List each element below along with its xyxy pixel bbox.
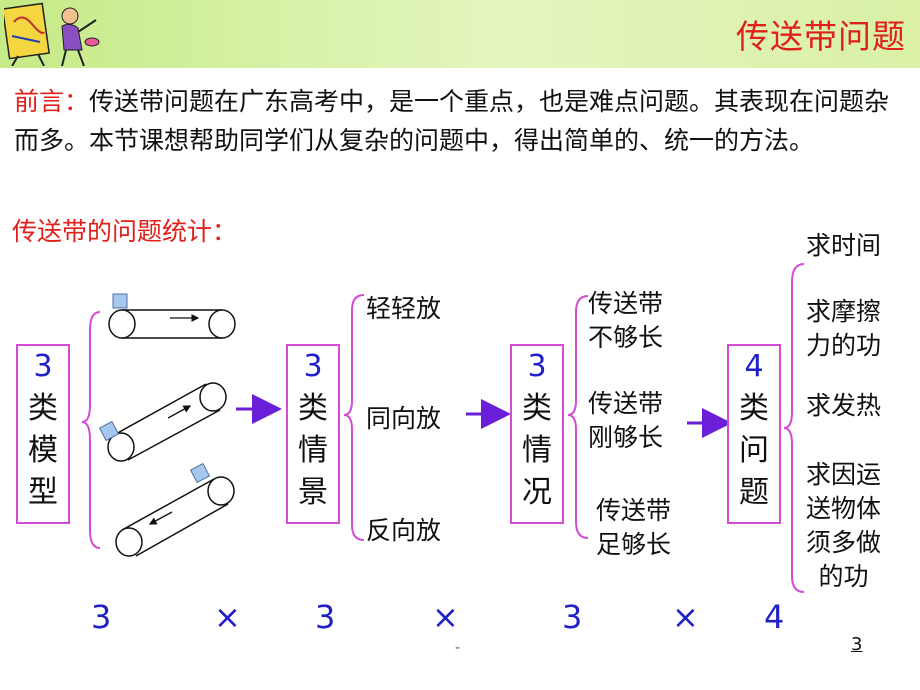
problem-4-line-3: 须多做 (806, 528, 882, 557)
box-scenes-char-2: 情 (298, 433, 328, 468)
box-problems-number: 4 (744, 349, 764, 384)
problem-2-line-1: 求摩擦 (806, 297, 882, 326)
box-models: 3 类 模 型 (16, 344, 70, 524)
problem-4-line-1: 求因运 (806, 460, 882, 489)
intro-text: 传送带问题在广东高考中，是一个重点，也是难点问题。其表现在问题杂而多。本节课想帮… (14, 87, 890, 155)
box-scenes: 3 类 情 景 (286, 344, 340, 524)
intro-label: 前言： (14, 87, 90, 116)
box-conditions-char-3: 况 (522, 475, 552, 510)
artist-easel-clipart-icon (4, 2, 100, 66)
condition-2-line-2: 刚够长 (588, 423, 664, 452)
box-conditions: 3 类 情 况 (510, 344, 564, 524)
box-conditions-number: 3 (527, 349, 547, 384)
bottom-number-2: 3 (315, 598, 336, 636)
box-problems-char-1: 类 (739, 391, 769, 426)
condition-just-long-enough: 传送带 刚够长 (588, 387, 663, 455)
box-scenes-char-1: 类 (298, 391, 328, 426)
times-symbol-3: × (672, 598, 699, 636)
problems-brace (783, 263, 805, 593)
box-conditions-char-2: 情 (522, 433, 552, 468)
box-scenes-char-3: 景 (298, 475, 328, 510)
bottom-number-4: 4 (764, 598, 785, 636)
footer-dash: - (455, 640, 461, 656)
problem-time: 求时间 (806, 229, 881, 263)
box-models-number: 3 (33, 349, 53, 384)
problem-4-line-2: 送物体 (806, 494, 882, 523)
box-models-char-2: 模 (28, 433, 58, 468)
conveyor-incline-same-direction-icon (98, 382, 227, 462)
scene-same-direction: 同向放 (366, 404, 442, 433)
condition-3-line-1: 传送带 (596, 496, 672, 525)
problem-heat: 求发热 (806, 389, 881, 423)
problem-4-line-4: 的功 (818, 562, 869, 591)
intro-paragraph: 前言：传送带问题在广东高考中，是一个重点，也是难点问题。其表现在问题杂而多。本节… (14, 82, 904, 160)
problem-extra-work: 求因运 送物体 须多做 的功 (806, 458, 881, 594)
times-symbol-1: × (214, 598, 241, 636)
conveyor-incline-reverse-direction-icon (115, 462, 235, 557)
bottom-number-1: 3 (91, 598, 112, 636)
box-problems: 4 类 问 题 (727, 344, 781, 524)
problem-friction-work: 求摩擦 力的功 (806, 295, 881, 363)
condition-1-line-1: 传送带 (588, 289, 664, 318)
box-models-char-3: 型 (28, 475, 58, 510)
condition-2-line-1: 传送带 (588, 389, 664, 418)
condition-3-line-2: 足够长 (596, 530, 672, 559)
page-number: 3 (851, 634, 863, 655)
condition-long-enough: 传送带 足够长 (596, 494, 671, 562)
box-models-char-1: 类 (28, 391, 58, 426)
scene-gentle: 轻轻放 (366, 294, 442, 323)
scenes-brace (343, 294, 365, 541)
box-problems-char-2: 问 (739, 433, 769, 468)
box-conditions-char-1: 类 (522, 391, 552, 426)
models-brace (81, 311, 101, 549)
problem-2-line-2: 力的功 (806, 331, 882, 360)
problem-1-line-1: 求时间 (806, 231, 882, 260)
scene-reverse-direction: 反向放 (366, 516, 442, 545)
box-problems-char-3: 题 (739, 475, 769, 510)
section-title: 传送带的问题统计： (12, 217, 238, 246)
box-scenes-number: 3 (303, 349, 323, 384)
conditions-brace (567, 295, 589, 539)
condition-1-line-2: 不够长 (588, 323, 664, 352)
header-banner: 传送带问题 (0, 0, 920, 68)
conveyor-horizontal-icon (108, 293, 236, 339)
bottom-number-3: 3 (562, 598, 583, 636)
times-symbol-2: × (432, 598, 459, 636)
condition-not-long-enough: 传送带 不够长 (588, 287, 663, 355)
problem-3-line-1: 求发热 (806, 391, 882, 420)
page-title: 传送带问题 (736, 17, 906, 56)
